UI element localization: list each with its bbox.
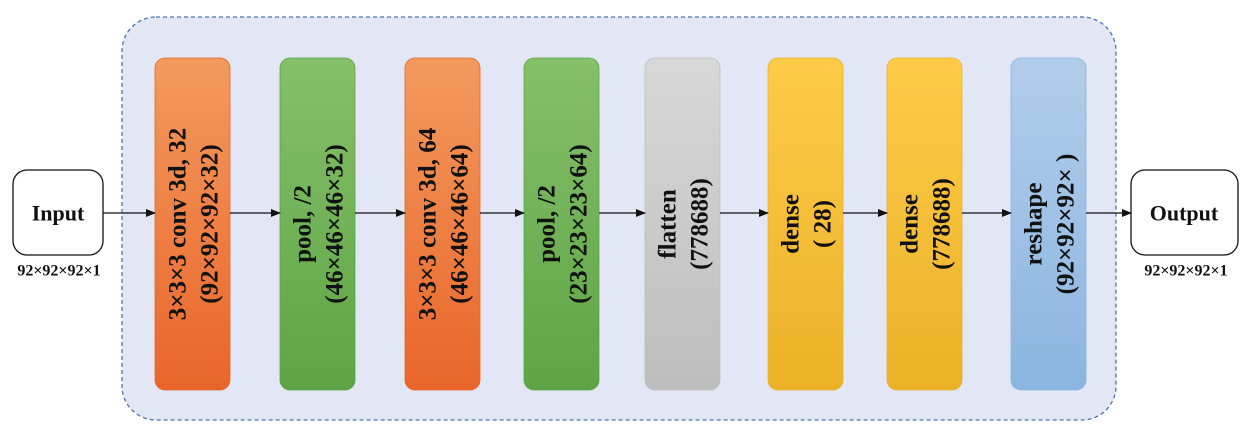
layer-pool1: pool, /2(46×46×46×32) [279, 57, 356, 391]
layer-text-flatten: flatten(778688) [655, 178, 714, 270]
model-container [121, 16, 1117, 421]
layer-shape-dense1: ( 28) [810, 200, 837, 248]
layer-box-conv2 [404, 57, 481, 391]
layer-shape-conv2: (46×46×46×64) [447, 144, 474, 303]
layer-title-conv1: 3×3×3 conv 3d, 32 [165, 128, 192, 320]
layer-flatten: flatten(778688) [644, 57, 721, 391]
layer-dense2: dense(778688) [886, 57, 963, 391]
layer-title-pool1: pool, /2 [290, 185, 317, 263]
layer-box-pool1 [279, 57, 356, 391]
input-shape: 92×92×92×1 [17, 263, 100, 280]
layer-text-dense1: dense( 28) [778, 194, 837, 254]
layer-box-dense2 [886, 57, 963, 391]
layers-group: 3×3×3 conv 3d, 32(92×92×92×32)pool, /2(4… [154, 57, 1087, 391]
layer-shape-reshape: (92×92×92× ) [1053, 154, 1080, 295]
layer-title-dense2: dense [897, 194, 924, 254]
output-label: Output [1150, 201, 1219, 226]
layer-title-reshape: reshape [1021, 183, 1048, 266]
layer-pool2: pool, /2(23×23×23×64) [523, 57, 600, 391]
layer-box-conv1 [154, 57, 231, 391]
layer-reshape: reshape(92×92×92× ) [1010, 57, 1087, 391]
layer-text-reshape: reshape(92×92×92× ) [1021, 154, 1080, 295]
input-label: Input [32, 201, 85, 226]
layer-text-pool1: pool, /2(46×46×46×32) [290, 144, 349, 303]
layer-shape-flatten: (778688) [687, 178, 714, 270]
layer-title-conv2: 3×3×3 conv 3d, 64 [415, 127, 442, 320]
layer-conv2: 3×3×3 conv 3d, 64(46×46×46×64) [404, 57, 481, 391]
layer-box-flatten [644, 57, 721, 391]
layer-title-flatten: flatten [655, 189, 682, 259]
layer-box-pool2 [523, 57, 600, 391]
layer-shape-pool2: (23×23×23×64) [566, 144, 593, 303]
layer-text-dense2: dense(778688) [897, 178, 956, 270]
layer-dense1: dense( 28) [767, 57, 844, 391]
layer-text-conv1: 3×3×3 conv 3d, 32(92×92×92×32) [165, 128, 224, 320]
layer-text-conv2: 3×3×3 conv 3d, 64(46×46×46×64) [415, 127, 474, 320]
layer-shape-pool1: (46×46×46×32) [322, 144, 349, 303]
layer-conv1: 3×3×3 conv 3d, 32(92×92×92×32) [154, 57, 231, 391]
layer-title-dense1: dense [778, 194, 805, 254]
layer-text-pool2: pool, /2(23×23×23×64) [534, 144, 593, 303]
layer-shape-dense2: (778688) [929, 178, 956, 270]
layer-title-pool2: pool, /2 [534, 185, 561, 263]
output-shape: 92×92×92×1 [1144, 263, 1227, 280]
layer-box-reshape [1010, 57, 1087, 391]
layer-shape-conv1: (92×92×92×32) [197, 144, 224, 303]
layer-box-dense1 [767, 57, 844, 391]
